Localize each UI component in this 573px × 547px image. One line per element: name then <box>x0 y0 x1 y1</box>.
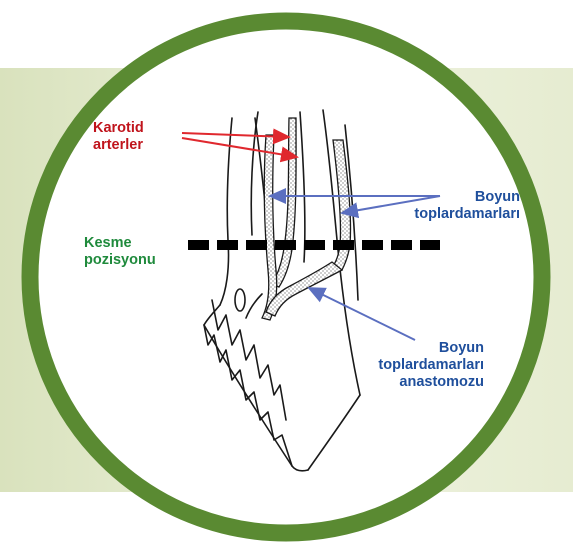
label-cut-line2: pozisyonu <box>84 252 156 269</box>
label-jugular-line2: toplardamarları <box>380 206 520 223</box>
label-anastomosis-line2: toplardamarları <box>340 357 484 374</box>
label-cut-position: Kesme pozisyonu <box>84 235 156 269</box>
label-anastomosis-line3: anastomozu <box>340 374 484 391</box>
label-cut-line1: Kesme <box>84 235 156 252</box>
label-carotid: Karotid arterler <box>93 120 144 154</box>
label-jugular-line1: Boyun <box>380 189 520 206</box>
label-anastomosis-line1: Boyun <box>340 340 484 357</box>
label-carotid-line1: Karotid <box>93 120 144 137</box>
label-anastomosis: Boyun toplardamarları anastomozu <box>340 340 484 391</box>
label-carotid-line2: arterler <box>93 137 144 154</box>
label-jugular: Boyun toplardamarları <box>380 189 520 223</box>
